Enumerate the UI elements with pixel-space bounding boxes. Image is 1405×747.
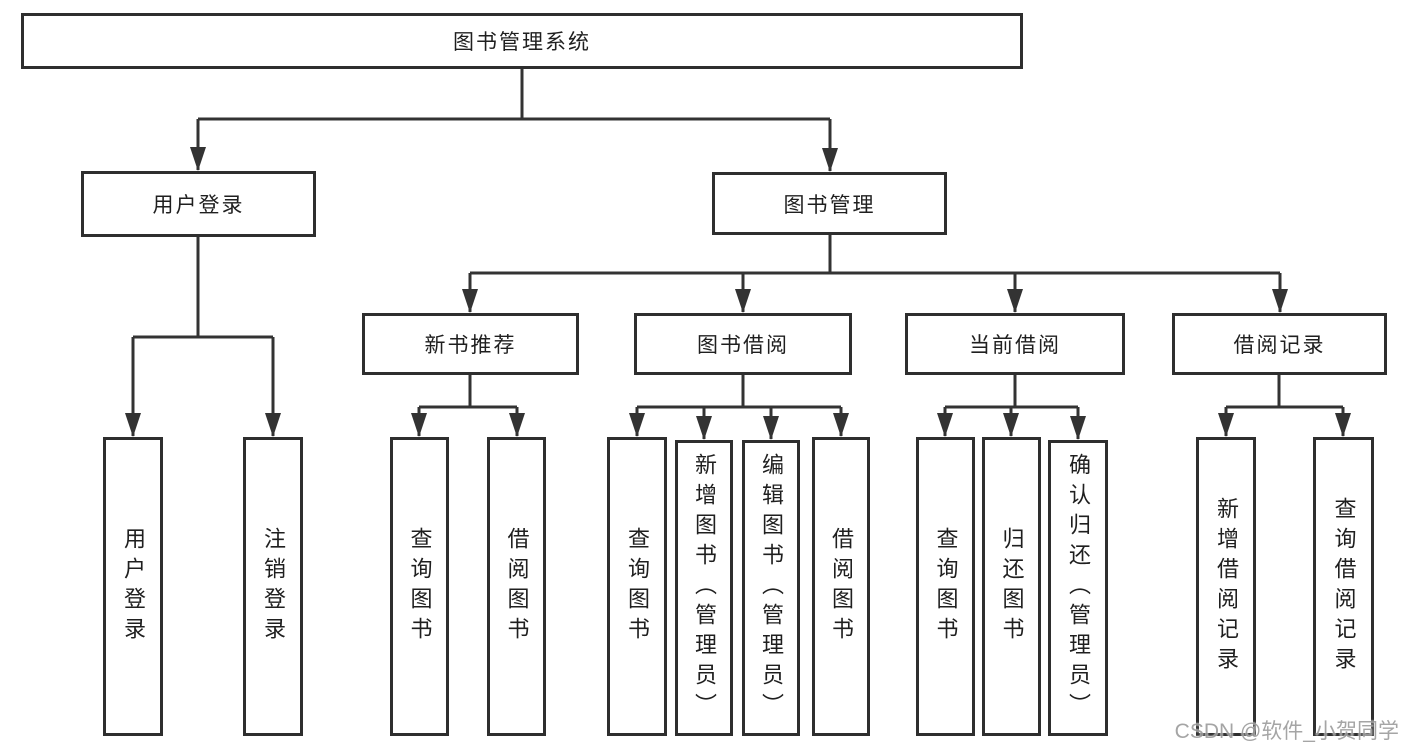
leaf-add-borrow-record: 新增借阅记录 (1196, 437, 1256, 736)
leaf-label: 确认归还（管理员） (1066, 453, 1091, 723)
leaf-label: 用户登录 (121, 526, 146, 647)
leaf-label: 查询图书 (625, 526, 650, 647)
node-label: 图书借阅 (697, 334, 789, 357)
node-label: 图书管理 (783, 193, 876, 217)
node-label: 用户登录 (152, 194, 245, 217)
csdn-watermark: CSDN @软件_小贺同学 (1174, 720, 1399, 743)
leaf-query-books-recommend: 查询图书 (390, 437, 449, 736)
node-new-book-recommendation: 新书推荐 (362, 313, 579, 375)
leaf-query-books-borrowing: 查询图书 (607, 437, 667, 736)
leaf-label: 新增借阅记录 (1214, 496, 1239, 677)
leaf-label: 查询借阅记录 (1331, 496, 1357, 677)
leaf-label: 借阅图书 (829, 526, 854, 647)
node-label: 新书推荐 (424, 334, 517, 357)
leaf-query-borrow-record: 查询借阅记录 (1313, 437, 1374, 736)
node-library-management-system: 图书管理系统 (21, 13, 1023, 69)
node-book-management: 图书管理 (712, 172, 947, 235)
node-user-login: 用户登录 (81, 171, 316, 237)
leaf-add-books-admin: 新增图书（管理员） (675, 440, 733, 736)
leaf-confirm-return-admin: 确认归还（管理员） (1048, 440, 1108, 736)
leaf-label: 查询图书 (933, 526, 959, 647)
node-current-borrowing: 当前借阅 (905, 313, 1125, 375)
leaf-query-books-current: 查询图书 (916, 437, 975, 736)
node-label: 当前借阅 (969, 334, 1061, 357)
leaf-label: 新增图书（管理员） (692, 453, 717, 723)
leaf-logout: 注销登录 (243, 437, 303, 736)
leaf-label: 借阅图书 (504, 526, 530, 647)
leaf-borrow-books: 借阅图书 (812, 437, 870, 736)
leaf-return-books: 归还图书 (982, 437, 1041, 736)
leaf-label: 编辑图书（管理员） (759, 453, 784, 723)
leaf-borrow-books-recommend: 借阅图书 (487, 437, 546, 736)
leaf-label: 查询图书 (407, 526, 433, 647)
leaf-label: 归还图书 (999, 526, 1025, 647)
leaf-edit-books-admin: 编辑图书（管理员） (742, 440, 800, 736)
node-label: 图书管理系统 (453, 31, 591, 54)
node-borrowing-records: 借阅记录 (1172, 313, 1387, 375)
leaf-label: 注销登录 (261, 526, 286, 647)
leaf-user-login: 用户登录 (103, 437, 163, 736)
node-label: 借阅记录 (1233, 334, 1326, 357)
node-book-borrowing: 图书借阅 (634, 313, 852, 375)
